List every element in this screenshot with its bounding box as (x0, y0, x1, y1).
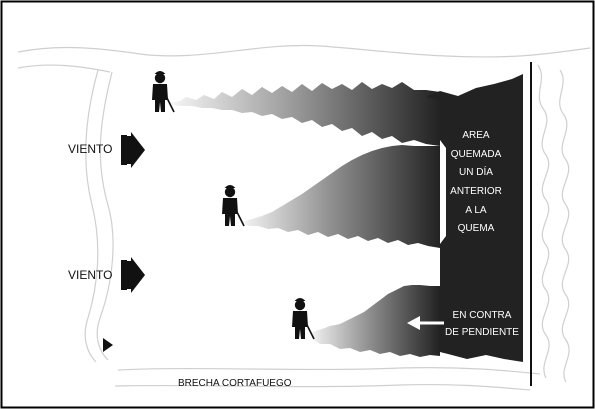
fire-tongue-2 (242, 145, 440, 248)
wind-label: VIENTO (68, 268, 112, 282)
burned-area-line: AREA (462, 130, 490, 141)
wind-arrow-icon (121, 257, 145, 293)
wind-label: VIENTO (68, 142, 112, 156)
firefighter-icon (221, 184, 245, 227)
burned-area-line: QUEMADA (451, 149, 502, 160)
slope-label-line: DE PENDIENTE (445, 327, 519, 338)
firebreak-label: BRECHA CORTAFUEGO (178, 378, 292, 389)
slope-label-line: EN CONTRA (453, 310, 512, 321)
fire-tongue-1 (170, 82, 440, 146)
fire-tongue-3 (312, 285, 440, 357)
wind-arrow-icon (103, 338, 113, 352)
terrain-contours (17, 44, 591, 391)
burned-area-line: UN DÍA (459, 165, 493, 178)
burned-area-line: A LA (465, 205, 486, 216)
firefighter-icon (291, 297, 315, 340)
burned-area-label: AREA QUEMADA UN DÍA ANTERIOR A LA QUEMA (450, 130, 502, 234)
firefighter-icon (151, 70, 175, 113)
burned-area-line: QUEMA (458, 223, 495, 234)
burned-area-line: ANTERIOR (450, 186, 502, 197)
slope-arrow-icon (407, 316, 444, 330)
wind-arrow-icon (121, 132, 145, 168)
burned-area (426, 74, 523, 362)
